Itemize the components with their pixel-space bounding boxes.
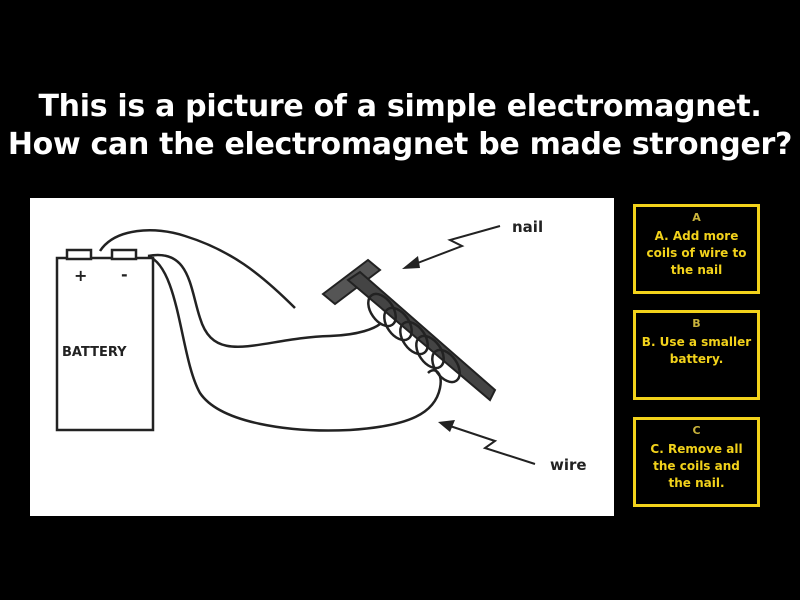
wire-pointer — [449, 425, 536, 465]
battery-positive-terminal — [65, 248, 93, 261]
answer-text-c: C. Remove all the coils and the nail. — [650, 442, 743, 490]
wire-pointer-arrowhead — [438, 420, 455, 432]
wire-positive — [98, 229, 296, 309]
electromagnet-diagram: + - BATTERY nail — [30, 198, 614, 516]
answer-key-c: C — [692, 424, 701, 437]
wire-coils — [367, 292, 461, 384]
nail-pointer — [414, 225, 501, 265]
battery-negative-terminal — [110, 248, 138, 261]
nail-pointer-arrowhead — [402, 256, 420, 269]
question-line-1: This is a picture of a simple electromag… — [38, 89, 762, 124]
electromagnet-illustration: + - BATTERY nail — [55, 218, 587, 474]
battery-label: BATTERY — [62, 345, 127, 360]
wire-label: wire — [550, 456, 587, 474]
nail-label: nail — [512, 218, 543, 236]
battery-plus-sign: + — [74, 266, 87, 285]
wire-negative — [147, 253, 381, 348]
answer-text-b: B. Use a smaller battery. — [641, 335, 752, 366]
answer-option-b[interactable]: B B. Use a smaller battery. — [633, 310, 760, 400]
question-line-2: How can the electromagnet be made strong… — [7, 127, 793, 162]
question-text: This is a picture of a simple electromag… — [0, 88, 800, 164]
battery-minus-sign: - — [121, 265, 128, 284]
battery-body — [55, 256, 155, 432]
answer-option-c[interactable]: C C. Remove all the coils and the nail. — [633, 417, 760, 507]
answer-key-a: A — [692, 211, 701, 224]
wire-return — [147, 254, 442, 432]
answer-text-a: A. Add more coils of wire to the nail — [646, 229, 747, 277]
answer-key-b: B — [692, 317, 701, 330]
answer-option-a[interactable]: A A. Add more coils of wire to the nail — [633, 204, 760, 294]
